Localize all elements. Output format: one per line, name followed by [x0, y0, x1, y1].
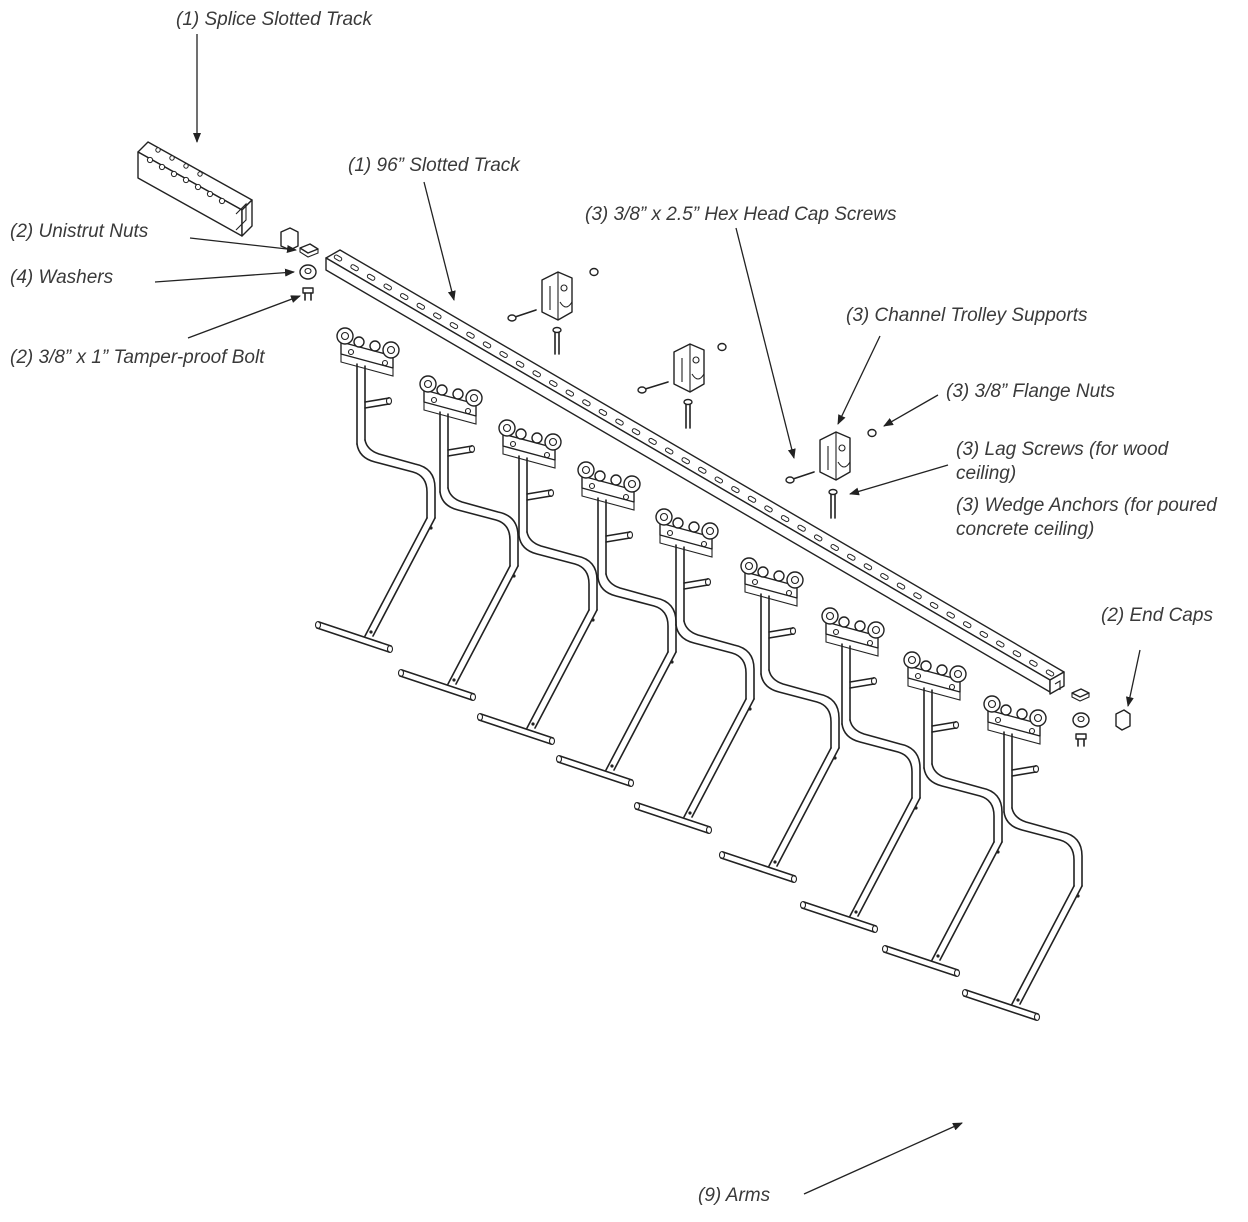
label-arms: (9) Arms: [698, 1185, 771, 1206]
track-slot: [399, 293, 409, 301]
label-washers: (4) Washers: [10, 267, 114, 288]
label-channel-trolley-supports: (3) Channel Trolley Supports: [846, 305, 1088, 326]
track-slot: [1045, 669, 1055, 677]
arrow-slotted-track: [423, 181, 456, 301]
track-slot: [499, 351, 508, 358]
label-wedge-anchors: (3) Wedge Anchors (for poured concrete c…: [956, 495, 1217, 540]
track-slot: [631, 428, 641, 436]
trolley-support-2: [637, 342, 727, 429]
track-slot: [482, 341, 492, 349]
left-unistrut-nut: [299, 243, 319, 258]
track-slot: [333, 254, 343, 262]
track-slot: [929, 601, 939, 609]
left-washer: [299, 264, 317, 280]
label-splice-slotted-track: (1) Splice Slotted Track: [176, 9, 373, 30]
track-slot: [996, 640, 1005, 648]
label-end-caps: (2) End Caps: [1101, 605, 1213, 626]
track-slot: [416, 302, 426, 310]
label-flange-nuts: (3) 3/8” Flange Nuts: [946, 381, 1115, 402]
track-slot: [565, 389, 575, 397]
track-slot: [515, 360, 525, 368]
track-slot: [946, 611, 955, 619]
arrow-trolley-supports: [837, 335, 881, 425]
arrow-tamper-bolt: [187, 295, 301, 339]
label-slotted-track-96: (1) 96” Slotted Track: [348, 155, 520, 176]
track-slot: [913, 592, 922, 600]
track-slot: [615, 418, 624, 426]
track-slot: [582, 399, 591, 407]
label-unistrut-nuts: (2) Unistrut Nuts: [10, 221, 149, 242]
left-tamper-bolt: [302, 287, 314, 301]
track-slot: [549, 380, 558, 387]
track-slot: [698, 466, 707, 474]
right-washer: [1072, 712, 1090, 728]
track-slot: [731, 486, 740, 494]
arrow-arms: [803, 1122, 963, 1195]
arm-6: [718, 557, 840, 884]
arrow-hex-screws: [735, 227, 796, 459]
track-slot: [449, 322, 459, 330]
track-slot: [1029, 659, 1038, 667]
right-tamper-bolt: [1075, 733, 1087, 747]
arrow-lag-screws: [849, 464, 949, 496]
trolley-support-3: [785, 428, 877, 519]
trolley-support-1: [507, 267, 599, 355]
track-slot: [1012, 650, 1022, 658]
track-slot: [747, 495, 757, 503]
right-end-cap: [1115, 709, 1131, 731]
track-slot: [466, 331, 475, 339]
arrow-end-caps: [1125, 649, 1141, 707]
arrow-washers: [154, 268, 295, 283]
label-lag-screws: (3) Lag Screws (for wood ceiling): [956, 439, 1169, 484]
arm-1: [314, 327, 436, 654]
track-slot: [598, 408, 608, 416]
track-slot: [383, 283, 392, 291]
track-slot: [433, 312, 442, 320]
arrow-unistrut-nuts: [189, 237, 297, 253]
track-slot: [813, 534, 823, 542]
label-tamper-proof-bolt: (2) 3/8” x 1” Tamper-proof Bolt: [10, 347, 265, 368]
label-hex-head-cap-screws: (3) 3/8” x 2.5” Hex Head Cap Screws: [585, 204, 897, 225]
track-slot: [962, 621, 972, 629]
track-slot: [714, 476, 724, 484]
arm-9: [961, 695, 1083, 1022]
track-slot: [764, 505, 773, 513]
slotted-track-96: [325, 249, 1065, 695]
left-end-cap: [280, 227, 299, 251]
track-slot: [880, 573, 889, 580]
track-slot: [350, 264, 359, 272]
arrow-flange-nuts: [883, 394, 939, 427]
track-slot: [863, 563, 873, 571]
track-slot: [830, 544, 839, 551]
arm-5: [633, 508, 755, 835]
track-slot: [797, 524, 806, 532]
track-slot: [979, 630, 989, 638]
track-slot: [532, 370, 541, 378]
track-slot: [780, 515, 790, 523]
right-unistrut-nut: [1071, 688, 1090, 702]
track-slot: [648, 437, 657, 445]
track-slot: [896, 582, 906, 590]
splice-slotted-track: [137, 141, 253, 237]
leader-arrows: [154, 34, 1141, 1195]
track-slot: [664, 447, 674, 455]
track-slot: [847, 553, 856, 561]
track-slot: [366, 273, 376, 281]
track-slot: [681, 457, 690, 465]
